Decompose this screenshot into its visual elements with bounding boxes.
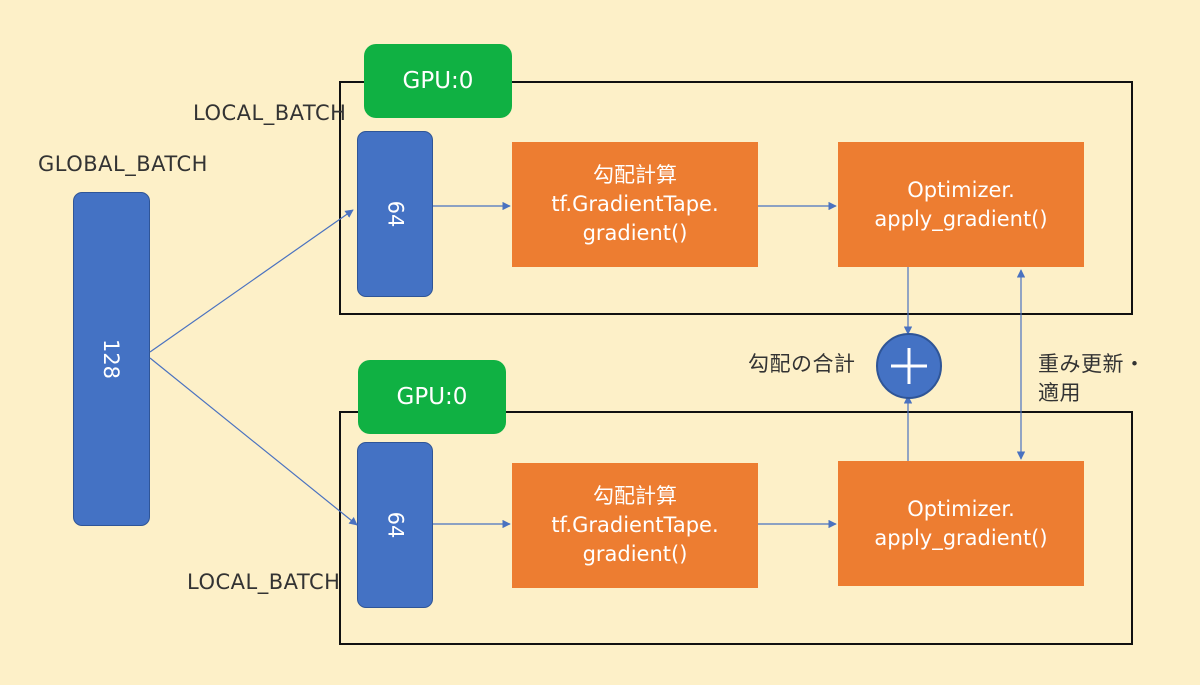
local-batch-label-bottom: LOCAL_BATCH [187, 570, 341, 594]
update-label-line-2: 適用 [1038, 381, 1081, 405]
gradient-box-line: tf.GradientTape. [551, 513, 719, 537]
gpu-badge-top: GPU:0 [364, 44, 512, 118]
local-batch-label-top: LOCAL_BATCH [193, 101, 347, 125]
gradient-box-line: 勾配計算 [593, 484, 677, 508]
plus-icon [891, 348, 927, 384]
global-batch-label: GLOBAL_BATCH [38, 152, 208, 176]
sum-node [876, 333, 942, 399]
optimizer-box-line: Optimizer. [907, 177, 1015, 202]
gradient-box-line: tf.GradientTape. [551, 192, 719, 216]
gradient-box-line: gradient() [582, 221, 688, 245]
gradient-box-bottom: 勾配計算 tf.GradientTape. gradient() [512, 463, 758, 588]
split-arrow-top [149, 209, 354, 353]
gpu-frame-top [339, 81, 1133, 315]
global-batch-bar: 128 [73, 192, 150, 526]
gpu-frame-bottom [339, 411, 1133, 645]
gpu-badge-bottom: GPU:0 [358, 360, 506, 434]
optimizer-box-line: apply_gradient() [874, 525, 1048, 550]
gradient-box-top: 勾配計算 tf.GradientTape. gradient() [512, 142, 758, 267]
gradient-box-line: 勾配計算 [593, 163, 677, 187]
optimizer-box-line: Optimizer. [907, 496, 1015, 521]
gradient-box-line: gradient() [582, 542, 688, 566]
local-batch-bar-top: 64 [357, 131, 433, 297]
split-arrow-bottom [149, 357, 358, 526]
optimizer-box-bottom: Optimizer. apply_gradient() [838, 461, 1084, 586]
optimizer-box-line: apply_gradient() [874, 206, 1048, 231]
update-label-line-1: 重み更新・ [1038, 352, 1146, 376]
optimizer-box-top: Optimizer. apply_gradient() [838, 142, 1084, 267]
sum-label: 勾配の合計 [748, 352, 856, 376]
